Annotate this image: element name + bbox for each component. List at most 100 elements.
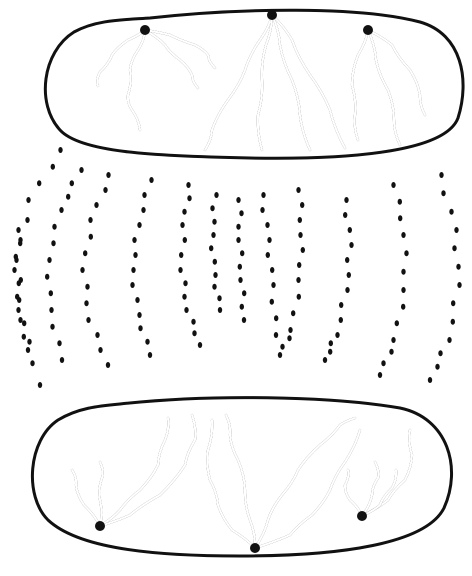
fiber-dot bbox=[178, 267, 182, 273]
fiber-dot bbox=[183, 280, 187, 286]
fiber-dot bbox=[344, 197, 348, 203]
fiber-dot bbox=[132, 237, 136, 243]
fiber-dot bbox=[148, 352, 152, 358]
fiber-dot bbox=[240, 304, 244, 310]
spindle-fiber bbox=[130, 177, 153, 358]
upper-chromosome bbox=[368, 30, 425, 115]
spindle-fiber bbox=[45, 167, 84, 363]
fiber-dot bbox=[149, 177, 153, 183]
fiber-dot bbox=[85, 284, 89, 290]
fiber-dot bbox=[395, 320, 399, 326]
chromatid-core bbox=[72, 470, 100, 526]
fiber-dot bbox=[236, 197, 240, 203]
fiber-dot bbox=[297, 294, 301, 300]
fiber-dot bbox=[298, 232, 302, 238]
fiber-dot bbox=[192, 330, 196, 336]
fiber-dot bbox=[391, 337, 395, 343]
fiber-dot bbox=[260, 207, 264, 213]
fiber-dot bbox=[89, 234, 93, 240]
fiber-dot bbox=[137, 222, 141, 228]
fiber-dot bbox=[449, 209, 453, 215]
fiber-dot bbox=[398, 199, 402, 205]
spindle-fiber bbox=[14, 147, 62, 388]
fiber-dot bbox=[141, 207, 145, 213]
fiber-dot bbox=[212, 284, 216, 290]
fiber-dot bbox=[435, 364, 439, 370]
fiber-dot bbox=[441, 190, 445, 196]
chromatid-outline bbox=[100, 418, 168, 526]
fiber-dot bbox=[328, 349, 332, 355]
spindle-fiber bbox=[428, 172, 462, 383]
upper-chromosome bbox=[368, 30, 400, 145]
fiber-dot bbox=[438, 350, 442, 356]
fiber-dot bbox=[339, 302, 343, 308]
fiber-dot bbox=[404, 250, 408, 256]
fiber-dot bbox=[16, 227, 20, 233]
fiber-dot bbox=[298, 217, 302, 223]
chromatid-outline bbox=[97, 30, 145, 86]
fiber-dot bbox=[389, 349, 393, 355]
spindle-fiber bbox=[236, 197, 246, 323]
upper-centromere bbox=[140, 25, 150, 35]
lower-chromosome bbox=[345, 470, 362, 516]
fiber-dot bbox=[211, 232, 215, 238]
fiber-dot bbox=[339, 317, 343, 323]
upper-chromosome bbox=[97, 30, 145, 86]
fiber-dot bbox=[274, 315, 278, 321]
fiber-dot bbox=[271, 282, 275, 288]
fiber-dot bbox=[454, 227, 458, 233]
fiber-dot bbox=[297, 262, 301, 268]
fiber-dot bbox=[291, 310, 295, 316]
upper-chromosome bbox=[272, 15, 345, 148]
fiber-dot bbox=[95, 332, 99, 338]
fiber-dot bbox=[84, 300, 88, 306]
fiber-dot bbox=[300, 202, 304, 208]
chromatid-core bbox=[255, 418, 355, 548]
fiber-dot bbox=[17, 280, 21, 286]
fiber-dot bbox=[345, 287, 349, 293]
fiber-dot bbox=[26, 197, 30, 203]
fiber-dot bbox=[428, 377, 432, 383]
fiber-dot bbox=[242, 290, 246, 296]
fiber-dot bbox=[238, 264, 242, 270]
fiber-dot bbox=[80, 267, 84, 273]
lower-chromosome bbox=[99, 462, 102, 526]
upper-chromosome bbox=[272, 15, 310, 150]
fiber-dot bbox=[12, 267, 16, 273]
fiber-dot bbox=[94, 202, 98, 208]
fiber-dot bbox=[378, 372, 382, 378]
upper-nucleus-outline bbox=[45, 10, 463, 158]
spindle-fiber bbox=[12, 227, 30, 353]
fiber-dot bbox=[296, 277, 300, 283]
fiber-dot bbox=[447, 337, 451, 343]
fiber-dot bbox=[236, 237, 240, 243]
fiber-dot bbox=[14, 254, 18, 260]
fiber-dot bbox=[51, 240, 55, 246]
fiber-dot bbox=[49, 290, 53, 296]
fiber-dot bbox=[274, 332, 278, 338]
fiber-dot bbox=[210, 205, 214, 211]
fiber-dot bbox=[15, 294, 19, 300]
chromatid-core bbox=[272, 15, 345, 148]
chromatid-core bbox=[97, 30, 145, 86]
chromatid-core bbox=[272, 15, 310, 150]
fiber-dot bbox=[88, 217, 92, 223]
fiber-dot bbox=[401, 232, 405, 238]
chromatid-core bbox=[100, 418, 168, 526]
chromatid-outline bbox=[255, 418, 355, 548]
fiber-dot bbox=[26, 347, 30, 353]
fiber-dot bbox=[280, 344, 284, 350]
fiber-dot bbox=[265, 222, 269, 228]
fiber-dot bbox=[218, 307, 222, 313]
fiber-dot bbox=[213, 272, 217, 278]
fiber-dot bbox=[335, 332, 339, 338]
fiber-dot bbox=[270, 299, 274, 305]
fiber-dot bbox=[212, 219, 216, 225]
fiber-dot bbox=[106, 362, 110, 368]
fiber-dot bbox=[106, 172, 110, 178]
fiber-dot bbox=[182, 209, 186, 215]
chromatid-core bbox=[368, 30, 425, 115]
spindle-fiber bbox=[378, 182, 409, 378]
fiber-dot bbox=[182, 294, 186, 300]
